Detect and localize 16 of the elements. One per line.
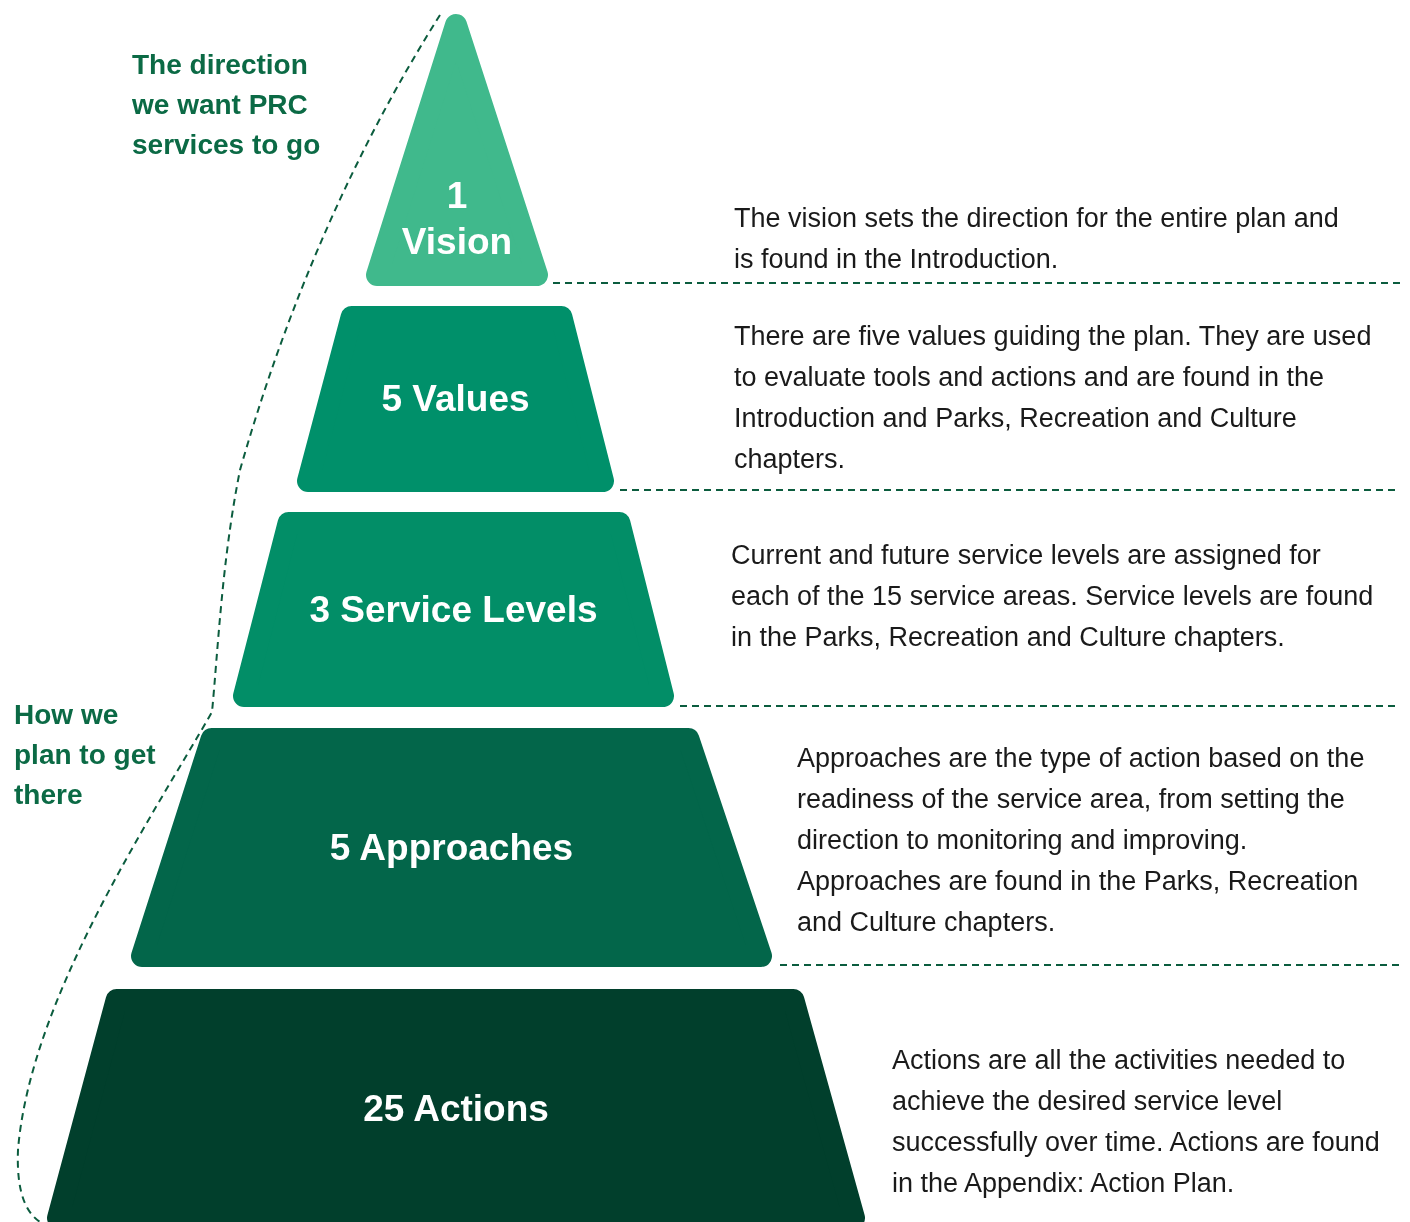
pyramid-tier	[47, 989, 865, 1222]
description-text: Current and future service levels are assigned for each of the 15 service areas. Service levels are found in the Parks, Recreation and Culture chapters.	[731, 539, 1375, 654]
pyramid-tier	[297, 306, 614, 492]
description-text: Actions are all the activities needed to achieve the desired service level successfully over time. Actions are found in the Appendix: Action Plan.	[892, 1044, 1381, 1200]
tier-label: 3 Service Levels	[309, 587, 598, 632]
tier-label: 25 Actions	[363, 1087, 549, 1131]
bracket-label: How we plan to get there	[14, 698, 157, 812]
description-text: There are five values guiding the plan. They are used to evaluate tools and actions and are found in the Introduction and Parks, Recreation and Culture chapters.	[734, 320, 1373, 476]
pyramid-tier	[366, 14, 548, 286]
description-text: The vision sets the direction for the entire plan and is found in the Introduction.	[734, 202, 1340, 276]
tier-label: 1 Vision	[400, 174, 514, 264]
tier-label: 5 Approaches	[329, 825, 574, 870]
bracket-label: The direction we want PRC services to go	[132, 48, 322, 162]
pyramid-tier	[233, 512, 674, 707]
description-text: Approaches are the type of action based on the readiness of the service area, from setting the direction to monitoring and improving. Approaches are found in the Parks, Recreation and Culture chapters.	[797, 742, 1366, 939]
tier-label: 5 Values	[381, 377, 530, 421]
